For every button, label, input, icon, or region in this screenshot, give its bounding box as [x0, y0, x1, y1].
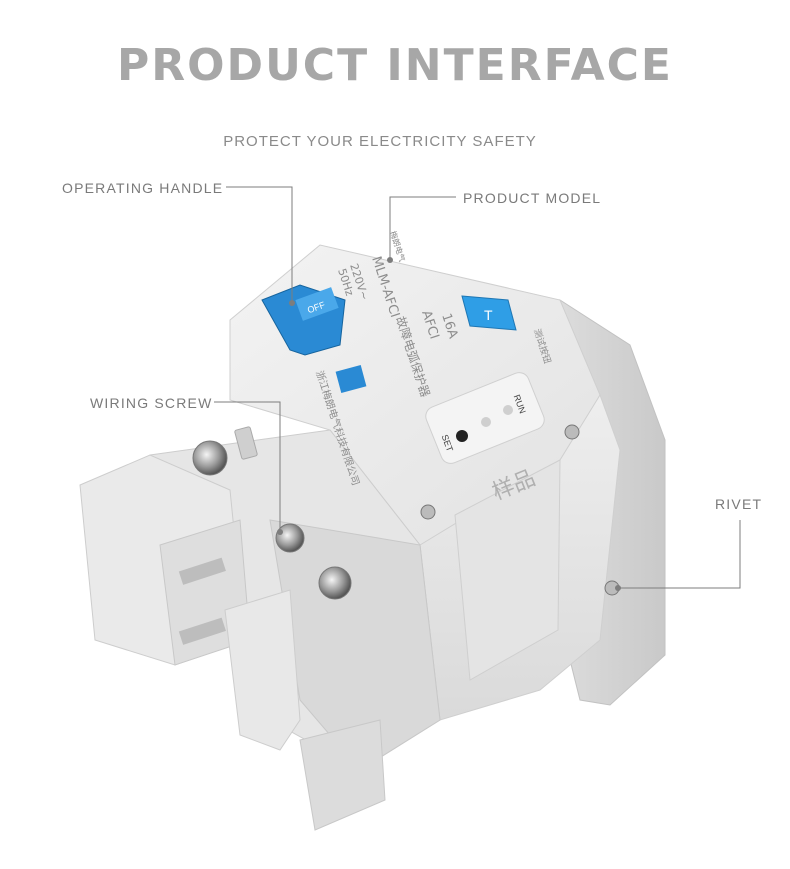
test-button-label: T: [484, 307, 493, 323]
terminal-screw-top: [192, 440, 228, 476]
callout-product-model: PRODUCT MODEL: [463, 190, 602, 206]
screw-tab: [234, 426, 258, 460]
callout-rivet: RIVET: [715, 496, 763, 512]
callout-wiring-screw: WIRING SCREW: [90, 395, 213, 411]
callout-operating-handle: OPERATING HANDLE: [62, 180, 224, 196]
page-title: PRODUCT INTERFACE: [117, 40, 673, 91]
page-subtitle: PROTECT YOUR ELECTRICITY SAFETY: [223, 133, 537, 150]
led-2: [503, 405, 513, 415]
indicator-window: [335, 365, 367, 393]
leader-dot-rivet: [615, 585, 621, 591]
bottom-foot: [299, 719, 386, 831]
leader-rivet: [620, 520, 741, 589]
leader-dot-model: [387, 257, 393, 263]
left-box-slot: [178, 557, 226, 585]
handle-cap: [295, 287, 339, 321]
leader-operating-handle: [226, 186, 293, 300]
rivet-front-left: [420, 504, 436, 520]
terminal-screw-low: [318, 566, 352, 600]
leader-dot-screw: [277, 529, 283, 535]
terminal-screw-mid: [275, 523, 305, 553]
leader-dot-handle: [289, 300, 295, 306]
leader-wiring-screw: [214, 401, 281, 530]
test-button: [461, 295, 517, 331]
set-button: [456, 430, 468, 442]
rivet-front-top: [564, 424, 580, 440]
left-box-slot-2: [178, 617, 226, 645]
din-foot: [224, 589, 301, 751]
leader-product-model: [389, 196, 456, 258]
led-1: [481, 417, 491, 427]
sample-plate: [454, 459, 561, 681]
